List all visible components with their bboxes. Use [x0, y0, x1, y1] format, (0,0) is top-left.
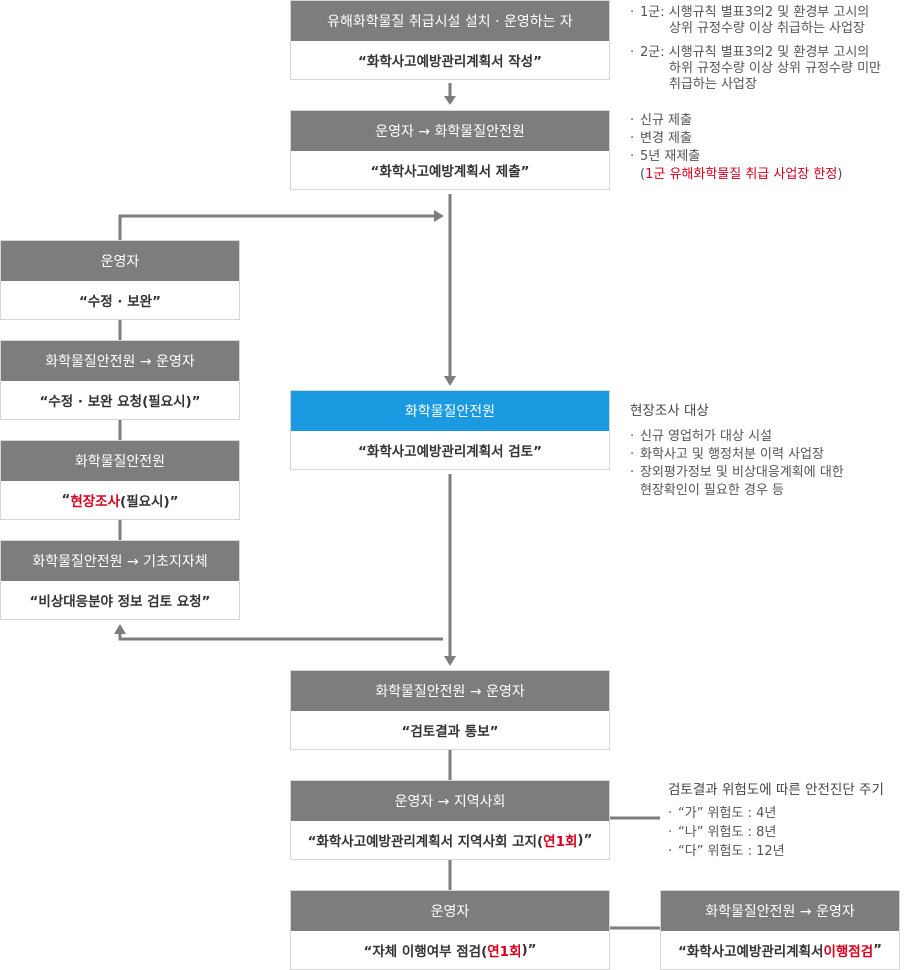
note-site-survey-item: ·화학사고 및 행정처분 이력 사업장	[630, 447, 824, 462]
box-review-header: 화학물질안전원	[291, 391, 609, 431]
box-community-body-post: )”	[577, 832, 593, 848]
box-notify-result: 화학물질안전원 → 운영자 “검토결과 통보”	[290, 670, 610, 750]
note-bullet: ·	[630, 5, 635, 20]
note-submission-item: ·신규 제출	[630, 113, 692, 128]
note-grades-line: 상위 규정수량 이상 취급하는 사업장	[669, 21, 865, 36]
box-community-body: “화학사고예방관리계획서 지역사회 고지(연1회)”	[291, 821, 609, 859]
note-grades-line: 취급하는 사업장	[669, 77, 757, 92]
box-local-gov-body: “비상대응분야 정보 검토 요청”	[29, 594, 211, 610]
note-cycle-item: ·“다” 위험도 : 12년	[668, 844, 785, 859]
arrowhead-right-main	[434, 210, 444, 222]
note-submission-limit: (1군 유해화학물질 취급 사업장 한정)	[640, 167, 843, 182]
arrow-revise-to-main	[118, 214, 435, 240]
arrowhead-down-submit	[444, 96, 456, 105]
box-site-survey-body: “현장조사(필요시)”	[1, 481, 239, 519]
note-grades-line: 2군: 시행규칙 별표3의2 및 환경부 고시의	[640, 45, 870, 60]
note-grades-line: 하위 규정수량 이상 상위 규정수량 미만	[669, 61, 882, 76]
box-install: 유해화학물질 취급시설 설치 · 운영하는 자 “화학사고예방관리계획서 작성”	[290, 0, 610, 80]
box-self-check-body-post: )”	[521, 942, 537, 958]
box-revise-request-header: 화학물질안전원 → 운영자	[1, 341, 239, 381]
box-self-check-header: 운영자	[291, 891, 609, 931]
box-impl-check-body-post: ”	[873, 942, 883, 958]
box-impl-check-body-red: 이행점검	[823, 944, 874, 960]
box-site-survey-body-red: 현장조사	[70, 494, 121, 510]
box-impl-check-header: 화학물질안전원 → 운영자	[661, 891, 899, 931]
box-impl-check-body: “화학사고예방관리계획서 이행점검”	[661, 931, 899, 969]
arrowhead-up-local-gov	[114, 624, 126, 634]
arrowhead-down-result	[444, 656, 456, 666]
box-revise-body: “수정 · 보완”	[79, 294, 161, 310]
box-site-survey-body-pre: “	[61, 492, 71, 508]
arrowhead-down-review	[444, 376, 456, 386]
box-submit-body: “화학사고예방계획서 제출”	[370, 164, 530, 180]
note-cycle-item: ·“가” 위험도 : 4년	[668, 806, 777, 821]
note-bullet: ·	[630, 45, 635, 60]
box-site-survey-header: 화학물질안전원	[1, 441, 239, 481]
note-grades-line: 1군: 시행규칙 별표3의2 및 환경부 고시의	[640, 5, 870, 20]
box-community-body-pre: “화학사고예방관리계획서 지역사회 고지(	[307, 834, 544, 850]
note-site-survey-title: 현장조사 대상	[630, 403, 709, 419]
box-community: 운영자 → 지역사회 “화학사고예방관리계획서 지역사회 고지(연1회)”	[290, 780, 610, 860]
note-cycle-item: ·“나” 위험도 : 8년	[668, 825, 777, 840]
box-revise-request: 화학물질안전원 → 운영자 “수정 · 보완 요청(필요시)”	[0, 340, 240, 420]
box-self-check-body-red: 연1회	[487, 944, 522, 960]
note-site-survey: 현장조사 대상 ·신규 영업허가 대상 시설 ·화학사고 및 행정처분 이력 사…	[630, 402, 916, 500]
box-site-survey: 화학물질안전원 “현장조사(필요시)”	[0, 440, 240, 520]
note-cycle-title: 검토결과 위험도에 따른 안전진단 주기	[668, 782, 884, 798]
note-site-survey-item: ·신규 영업허가 대상 시설	[630, 429, 772, 444]
box-submit-header: 운영자 → 화학물질안전원	[291, 111, 609, 151]
box-self-check: 운영자 “자체 이행여부 점검(연1회)”	[290, 890, 610, 970]
box-install-body: “화학사고예방관리계획서 작성”	[358, 54, 542, 70]
box-local-gov: 화학물질안전원 → 기초지자체 “비상대응분야 정보 검토 요청”	[0, 540, 240, 620]
box-notify-result-header: 화학물질안전원 → 운영자	[291, 671, 609, 711]
note-cycle: 검토결과 위험도에 따른 안전진단 주기 ·“가” 위험도 : 4년 ·“나” …	[668, 781, 916, 861]
box-review-body: “화학사고예방관리계획서 검토”	[358, 444, 542, 460]
box-community-header: 운영자 → 지역사회	[291, 781, 609, 821]
box-community-body-red: 연1회	[543, 834, 578, 850]
box-review: 화학물질안전원 “화학사고예방관리계획서 검토”	[290, 390, 610, 470]
box-notify-result-body: “검토결과 통보”	[401, 724, 499, 740]
note-submission: ·신규 제출 ·변경 제출 ·5년 재제출 (1군 유해화학물질 취급 사업장 …	[630, 112, 916, 184]
box-self-check-body-pre: “자체 이행여부 점검(	[363, 944, 488, 960]
arrow-main-to-local-gov	[118, 634, 443, 641]
box-install-header: 유해화학물질 취급시설 설치 · 운영하는 자	[291, 1, 609, 41]
box-local-gov-header: 화학물질안전원 → 기초지자체	[1, 541, 239, 581]
note-submission-item: ·5년 재제출	[630, 149, 701, 164]
note-grades: · 1군: 시행규칙 별표3의2 및 환경부 고시의 상위 규정수량 이상 취급…	[630, 5, 916, 93]
box-impl-check: 화학물질안전원 → 운영자 “화학사고예방관리계획서 이행점검”	[660, 890, 900, 970]
box-revise-request-body: “수정 · 보완 요청(필요시)”	[39, 394, 201, 410]
box-revise: 운영자 “수정 · 보완”	[0, 240, 240, 320]
box-site-survey-body-post: (필요시)”	[120, 494, 179, 510]
box-impl-check-body-pre: “화학사고예방관리계획서	[677, 944, 824, 960]
note-grades-item: · 2군: 시행규칙 별표3의2 및 환경부 고시의 하위 규정수량 이상 상위…	[630, 45, 916, 93]
box-submit: 운영자 → 화학물질안전원 “화학사고예방계획서 제출”	[290, 110, 610, 190]
box-self-check-body: “자체 이행여부 점검(연1회)”	[291, 931, 609, 969]
note-submission-item: ·변경 제출	[630, 131, 692, 146]
note-grades-item: · 1군: 시행규칙 별표3의2 및 환경부 고시의 상위 규정수량 이상 취급…	[630, 5, 916, 37]
box-revise-header: 운영자	[1, 241, 239, 281]
